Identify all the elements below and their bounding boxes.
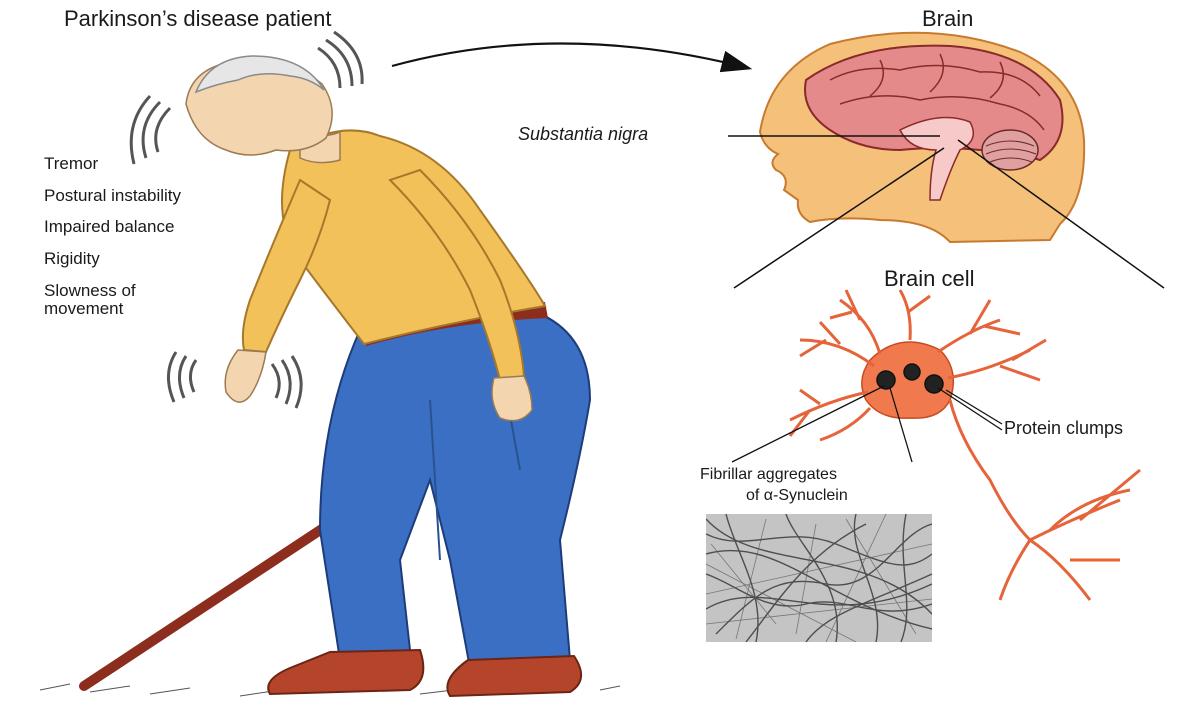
protein-clumps-pointers — [938, 388, 1002, 430]
brain-head-diagram — [760, 33, 1084, 242]
left-hand — [225, 350, 266, 402]
patient-to-brain-arrow — [392, 43, 748, 68]
right-hand — [492, 376, 532, 421]
pants — [320, 310, 590, 668]
left-shoe — [268, 650, 423, 694]
neuron — [790, 290, 1140, 600]
right-shoe — [447, 656, 581, 696]
